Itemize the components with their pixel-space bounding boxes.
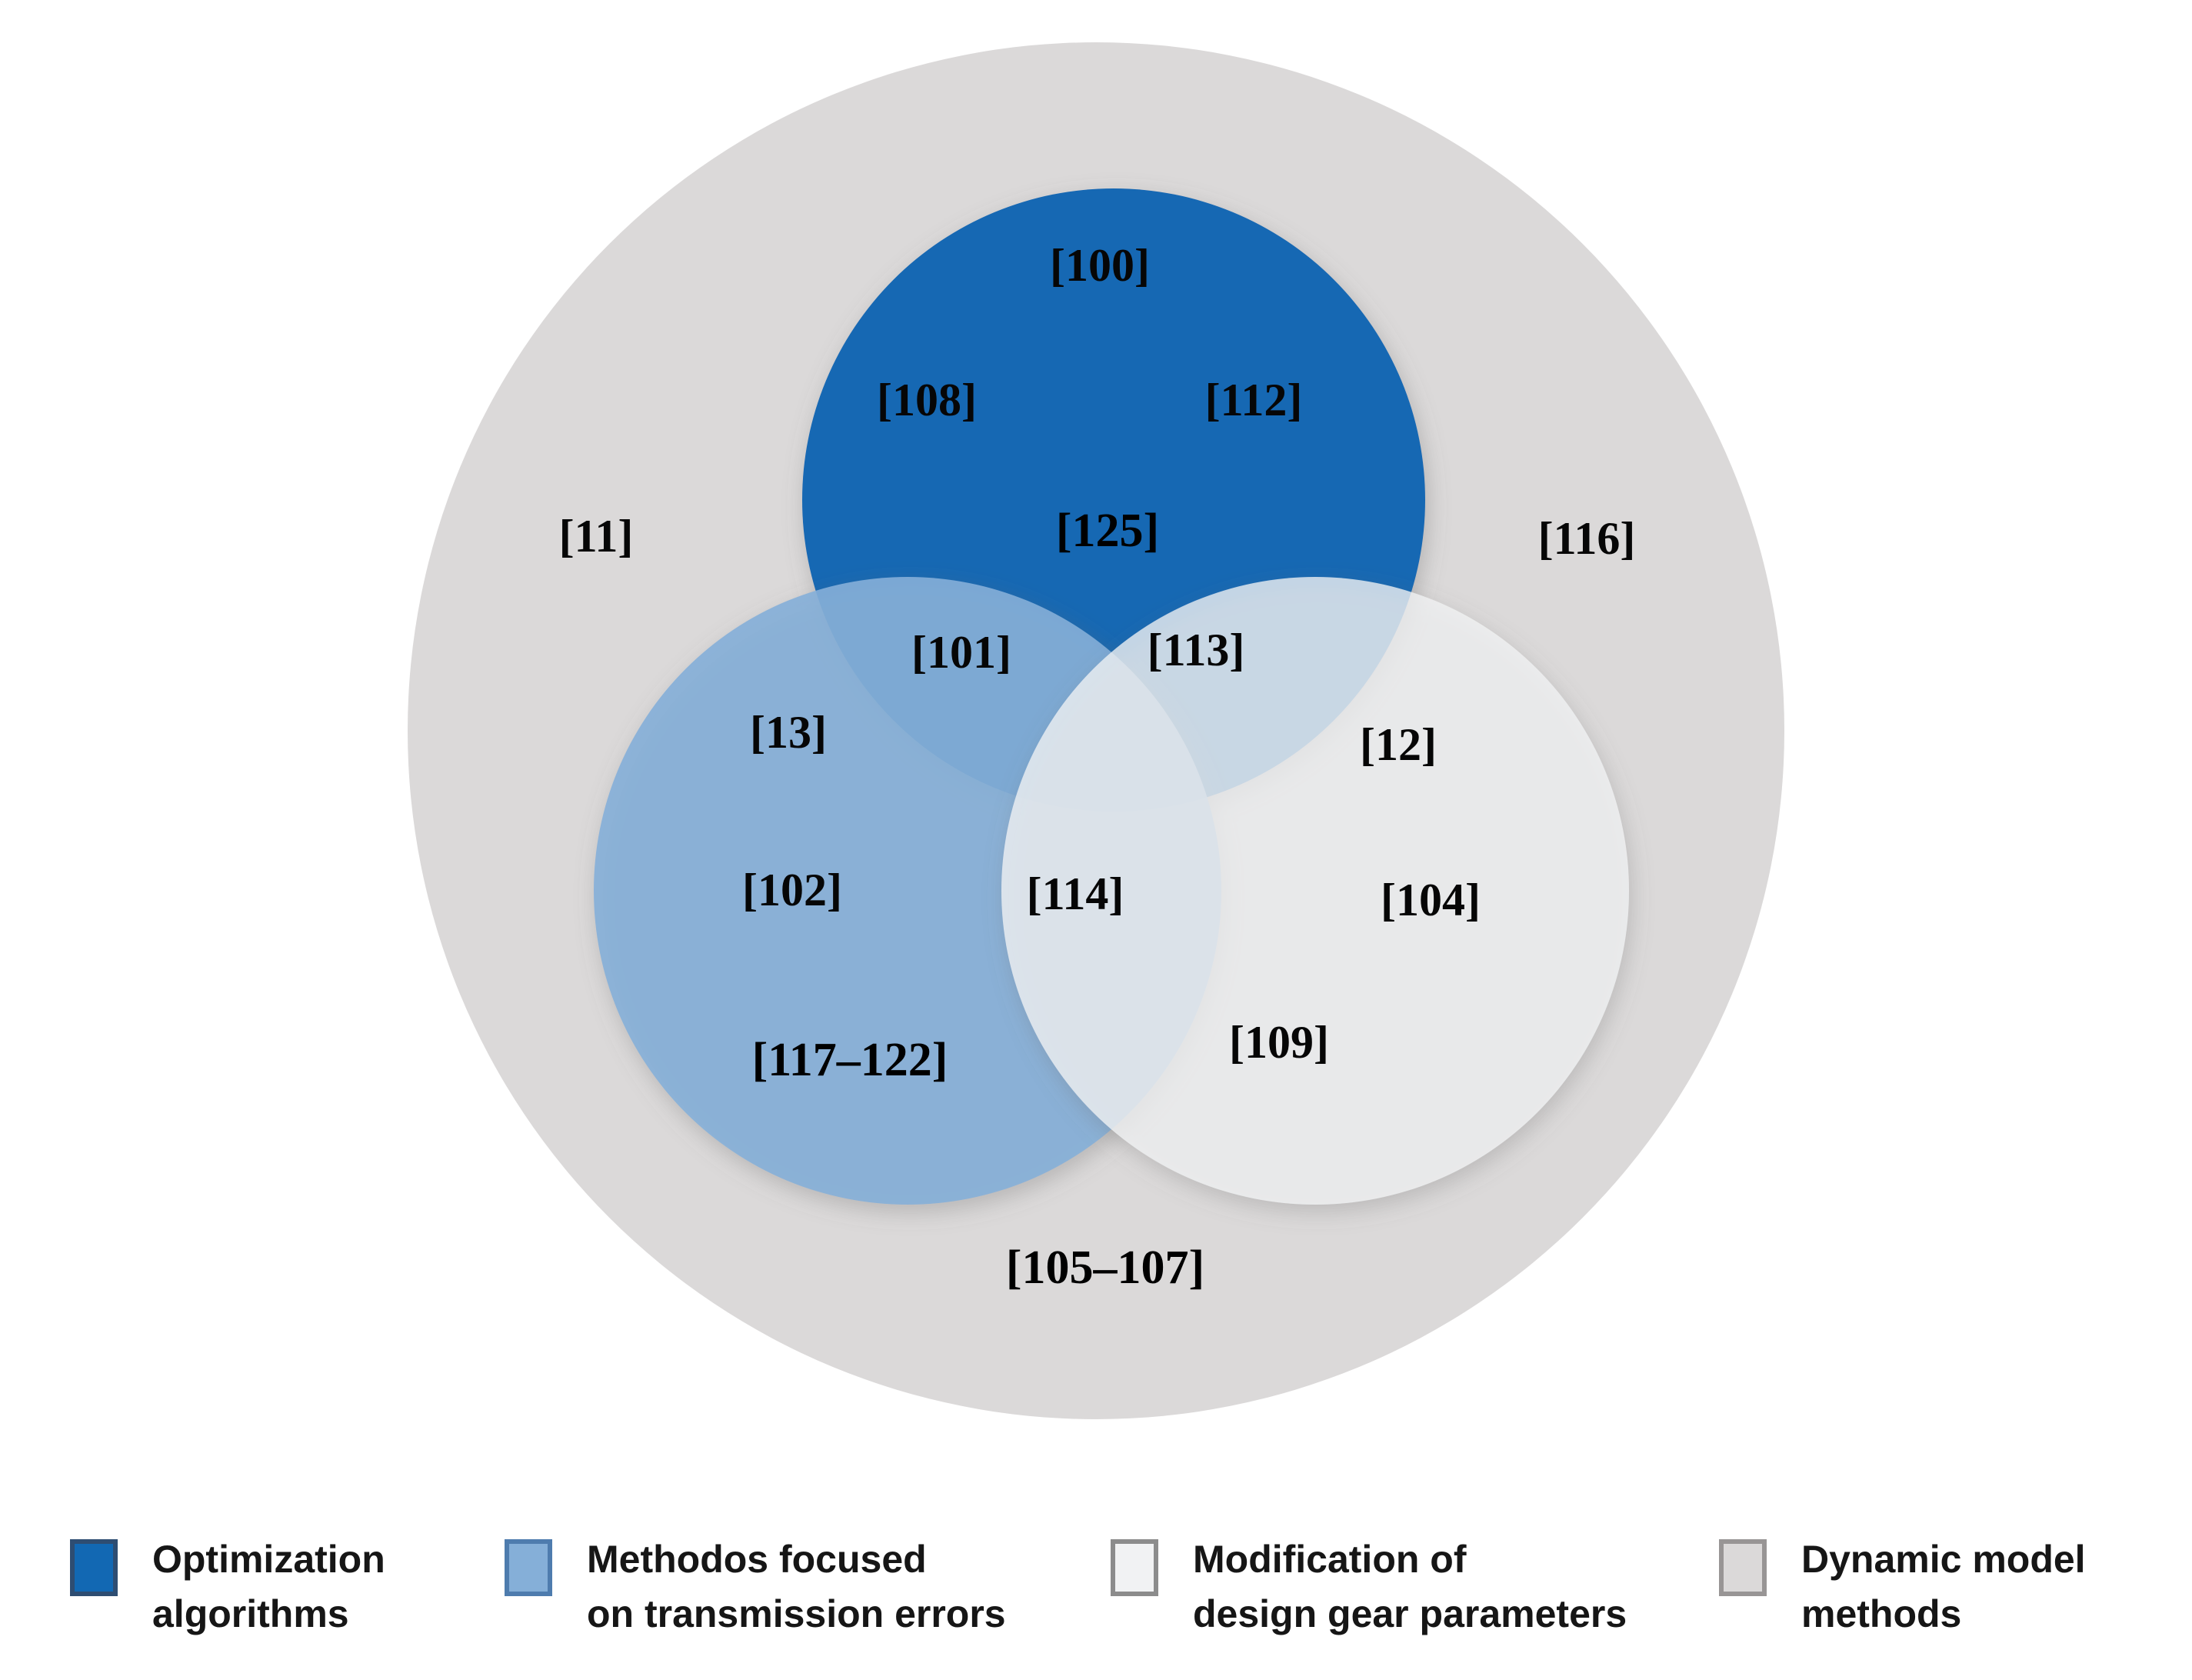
legend-item-optimization-algorithms: Optimization algorithms: [69, 1532, 385, 1642]
legend-swatch-optimization-algorithms: [70, 1539, 118, 1596]
ref-label-116: [116]: [1538, 513, 1636, 564]
venn-diagram: [100] [108] [112] [125] [101] [113] [11]…: [408, 42, 1784, 1419]
ref-label-13: [13]: [750, 707, 827, 758]
ref-label-117-122: [117–122]: [752, 1034, 948, 1086]
ref-label-104: [104]: [1381, 875, 1481, 925]
ref-label-12: [12]: [1360, 719, 1437, 770]
legend-swatch-methods-transmission-errors: [505, 1539, 552, 1596]
ref-label-109: [109]: [1229, 1017, 1329, 1068]
legend-swatch-dynamic-model-methods: [1719, 1539, 1767, 1596]
ref-label-108: [108]: [877, 375, 977, 425]
legend-label-methods-transmission-errors: Methodos focused on transmission errors: [587, 1532, 1006, 1642]
ref-label-113: [113]: [1148, 625, 1245, 675]
ref-label-100: [100]: [1050, 240, 1150, 291]
legend-label-line1: Dynamic model: [1801, 1538, 2086, 1581]
ref-label-114: [114]: [1027, 868, 1124, 919]
legend-label-modification-gear-parameters: Modification of design gear parameters: [1193, 1532, 1627, 1642]
legend-swatch-rect: [1719, 1539, 1767, 1596]
ref-label-101: [101]: [911, 627, 1011, 678]
legend-swatch-rect: [505, 1539, 552, 1596]
legend-label-line1: Methodos focused: [587, 1538, 927, 1581]
legend-label-line2: on transmission errors: [587, 1592, 1006, 1635]
legend-item-modification-gear-parameters: Modification of design gear parameters: [1110, 1532, 1627, 1642]
ref-label-105-107: [105–107]: [1006, 1242, 1204, 1294]
legend-label-line1: Optimization: [152, 1538, 385, 1581]
ref-label-125: [125]: [1056, 505, 1159, 557]
legend-swatch-rect: [1111, 1539, 1158, 1596]
legend-label-line2: methods: [1801, 1592, 1962, 1635]
legend-swatch-rect: [70, 1539, 118, 1596]
legend-label-line2: algorithms: [152, 1592, 349, 1635]
circle-modification-gear-parameters: [1001, 577, 1629, 1205]
legend-label-dynamic-model-methods: Dynamic model methods: [1801, 1532, 2086, 1642]
ref-label-102: [102]: [742, 865, 842, 915]
legend-item-methods-transmission-errors: Methodos focused on transmission errors: [504, 1532, 1006, 1642]
ref-label-112: [112]: [1205, 375, 1303, 425]
legend-item-dynamic-model-methods: Dynamic model methods: [1718, 1532, 2086, 1642]
ref-label-11: [11]: [559, 511, 634, 562]
legend-label-line2: design gear parameters: [1193, 1592, 1627, 1635]
legend-label-optimization-algorithms: Optimization algorithms: [152, 1532, 385, 1642]
legend-swatch-modification-gear-parameters: [1111, 1539, 1158, 1596]
legend-label-line1: Modification of: [1193, 1538, 1467, 1581]
